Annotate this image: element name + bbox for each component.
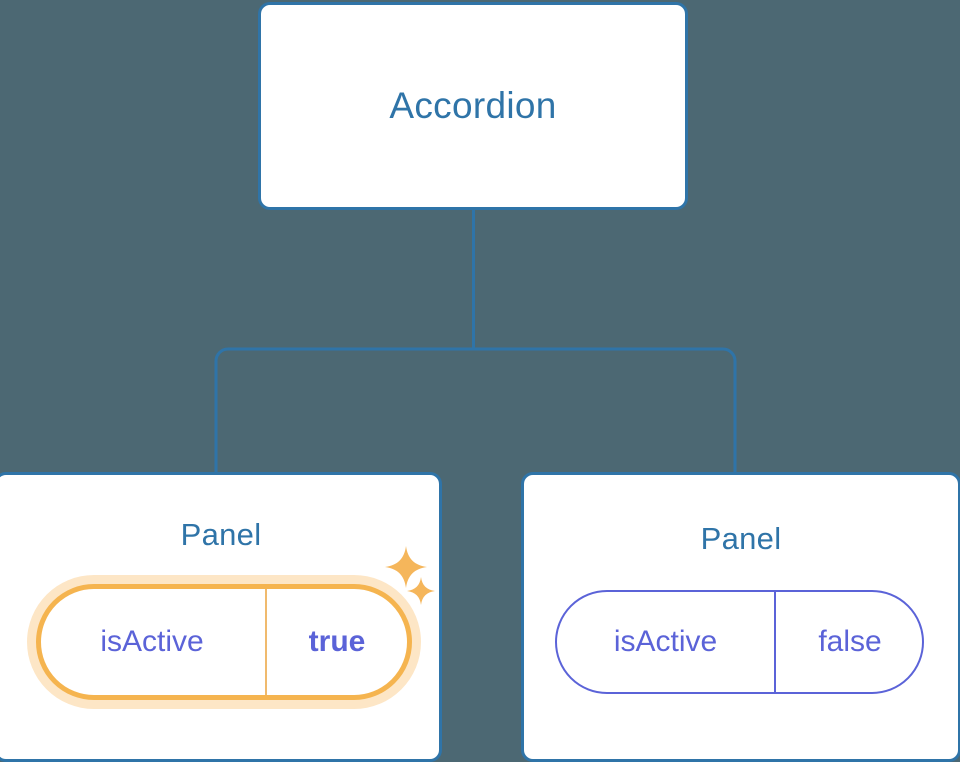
prop-key-isactive: isActive bbox=[100, 625, 204, 658]
node-panel-inactive-label: Panel bbox=[700, 521, 782, 556]
node-accordion-label: Accordion bbox=[389, 85, 557, 126]
node-accordion[interactable]: Accordion bbox=[258, 2, 688, 210]
node-panel-active-label: Panel bbox=[180, 517, 262, 552]
prop-value-false: false bbox=[774, 592, 922, 692]
connector-branch-left bbox=[214, 347, 474, 472]
prop-value-true: true bbox=[265, 589, 407, 695]
prop-key-isactive: isActive bbox=[613, 625, 718, 658]
prop-pill-isactive-false[interactable]: isActive false bbox=[555, 590, 924, 694]
prop-pill-isactive-true[interactable]: isActive true bbox=[36, 584, 412, 700]
connector-branch-right bbox=[473, 347, 737, 472]
